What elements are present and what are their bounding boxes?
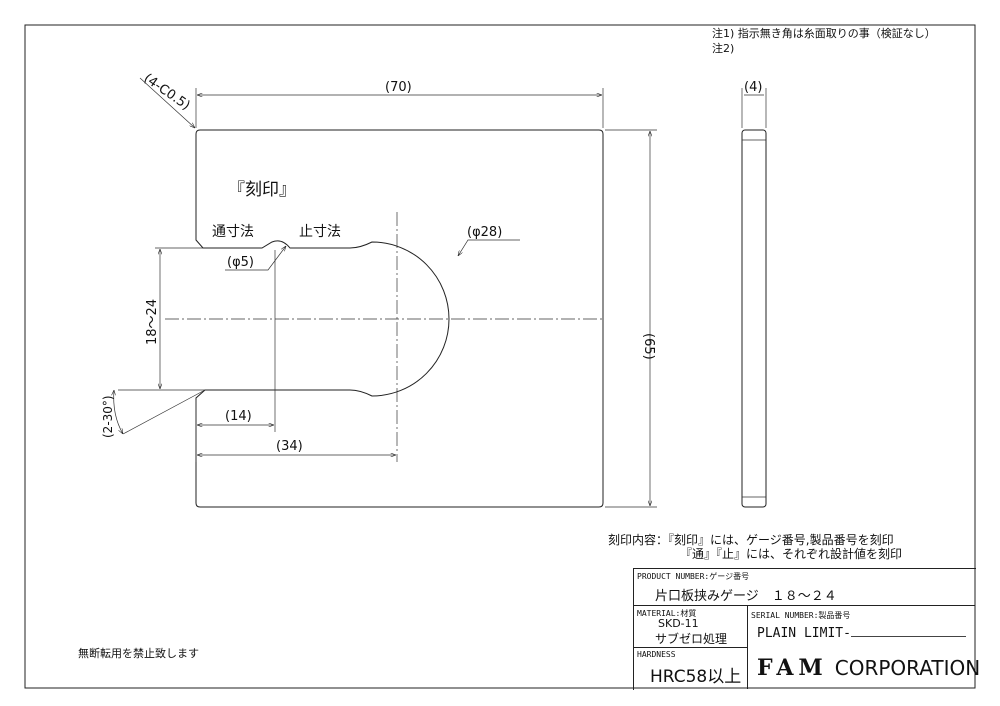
note-1: 注1) 指示無き角は糸面取りの事（検証なし） — [712, 27, 936, 40]
plate-outline — [195, 129, 604, 508]
side-view — [741, 129, 767, 508]
thickness-label: (4) — [744, 80, 762, 95]
company-name: FAM CORPORATION — [757, 655, 981, 681]
nogo-position-label: (34) — [276, 439, 303, 454]
serial-value: PLAIN LIMIT- — [757, 626, 966, 641]
width-label: (70) — [385, 80, 412, 95]
material-label: MATERIAL:材質 — [637, 609, 697, 618]
circle-dia-label: (φ28) — [467, 225, 502, 240]
engrave-info-1: 刻印内容：『刻印』には、ゲージ番号,製品番号を刻印 — [608, 533, 894, 547]
company-logo: FAM — [757, 655, 828, 681]
sheet-border — [24, 24, 976, 689]
angle-label: (2-30°) — [101, 395, 115, 438]
material-value-1: SKD-11 — [658, 617, 699, 630]
height-label: (65) — [641, 333, 656, 360]
notch-dia-label: (φ5) — [227, 255, 254, 270]
nogo-label: 止寸法 — [299, 224, 341, 240]
go-position-label: (14) — [225, 409, 252, 424]
engrave-info-2: 『通』『止』には、それぞれ設計値を刻印 — [680, 547, 903, 561]
hardness-label: HARDNESS — [637, 650, 676, 659]
chamfer-label: (4-C0.5) — [141, 71, 193, 114]
go-label: 通寸法 — [212, 224, 254, 240]
hardness-value: HRC58以上 — [650, 667, 742, 687]
copyright-note: 無断転用を禁止致します — [78, 647, 199, 660]
serial-label: SERIAL NUMBER:製品番号 — [751, 611, 851, 620]
range-label: 18～24 — [145, 299, 160, 345]
product-label: PRODUCT NUMBER:ゲージ番号 — [637, 572, 750, 581]
engrave-label: 『刻印』 — [228, 180, 296, 200]
note-2: 注2) — [712, 42, 735, 55]
material-value-2: サブゼロ処理 — [655, 632, 728, 646]
product-value: 片口板挟みゲージ １８～２４ — [655, 589, 837, 604]
